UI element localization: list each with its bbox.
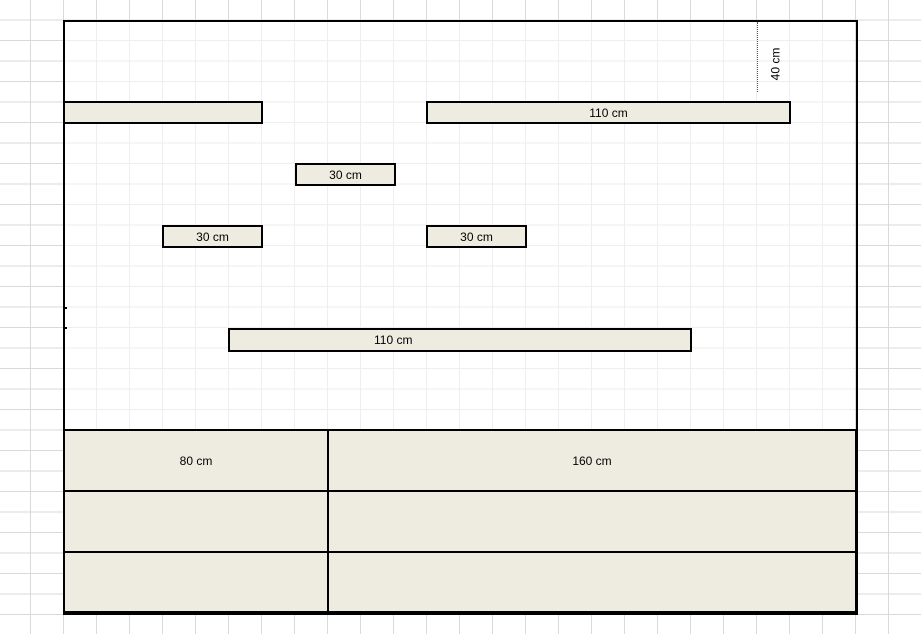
table-cell-text: 160 cm	[572, 453, 612, 468]
bar-top-left[interactable]	[63, 101, 263, 124]
table-cell[interactable]: 160 cm	[327, 429, 857, 492]
vertical-dimension-text: 40 cm	[768, 47, 782, 81]
bar-top-right-label: 110 cm	[589, 105, 628, 120]
bar-middle-left-label: 30 cm	[196, 229, 229, 244]
bar-middle-center[interactable]: 30 cm	[295, 163, 396, 186]
table-cell[interactable]	[63, 490, 329, 553]
dimension-guide-line	[757, 22, 758, 92]
table-cell[interactable]: 80 cm	[63, 429, 329, 492]
table-cell[interactable]	[63, 551, 329, 613]
bar-top-right[interactable]: 110 cm	[426, 101, 791, 124]
table-cell-text: 80 cm	[179, 453, 213, 468]
vertical-dimension-label: 40 cm	[760, 47, 790, 81]
bar-middle-left[interactable]: 30 cm	[162, 225, 263, 248]
bar-middle-right[interactable]: 30 cm	[426, 225, 527, 248]
bar-middle-center-label: 30 cm	[329, 167, 362, 182]
table-cell[interactable]	[327, 490, 857, 553]
edge-tick-mark	[64, 307, 67, 309]
edge-tick-mark	[64, 327, 67, 329]
table-cell[interactable]	[327, 551, 857, 613]
bar-middle-right-label: 30 cm	[460, 229, 493, 244]
dimension-table: 80 cm 160 cm	[63, 429, 858, 613]
bar-bottom-wide-label: 110 cm	[374, 333, 413, 347]
outer-frame	[63, 20, 858, 615]
bar-bottom-wide[interactable]: 110 cm	[228, 328, 692, 352]
